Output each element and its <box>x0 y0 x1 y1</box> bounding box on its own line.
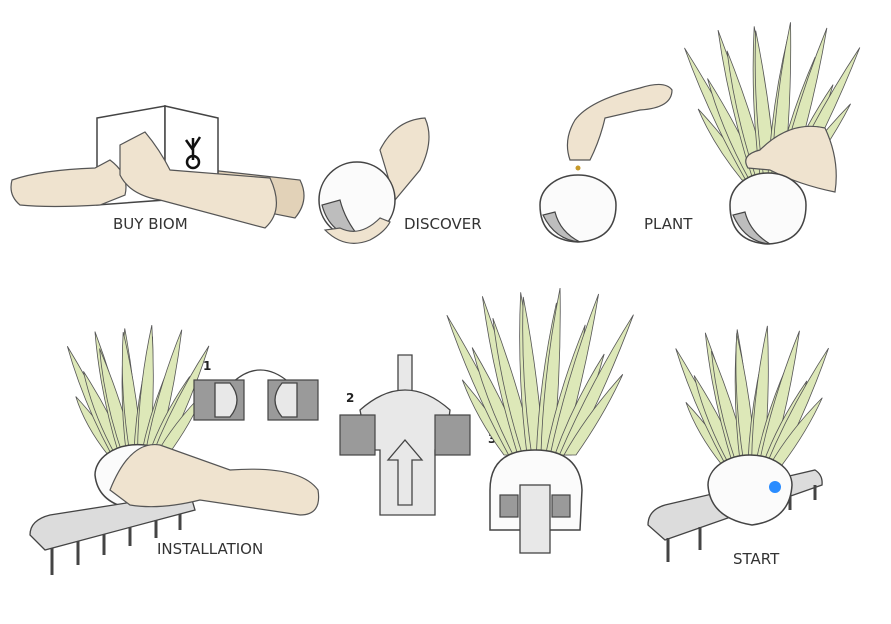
plant-leaves <box>66 325 210 456</box>
installation-step-3-number: 3 <box>488 432 496 446</box>
mechanism-step-2 <box>339 354 471 516</box>
leaf <box>563 374 624 456</box>
installation-scene <box>29 325 320 575</box>
step-label-start: START <box>733 550 780 568</box>
plant-leaves <box>446 287 634 456</box>
step-label-buy-biom: BUY BIOM <box>113 215 188 233</box>
installation-step-1-number: 1 <box>203 359 211 373</box>
start-scene <box>647 325 829 562</box>
installation-step-2-number: 2 <box>346 391 354 405</box>
step-label-plant: PLANT <box>644 215 693 233</box>
mechanism-step-3 <box>446 287 634 554</box>
step-label-installation: INSTALLATION <box>157 540 263 558</box>
mechanism-step-1 <box>193 369 319 421</box>
buy-biom-scene <box>10 105 305 229</box>
planted-biom-scene <box>684 22 861 245</box>
plant-leaves <box>675 325 829 466</box>
biom-logo-icon <box>184 136 202 170</box>
status-light <box>769 481 781 493</box>
step-label-discover: DISCOVER <box>404 215 482 233</box>
leaf <box>769 397 823 466</box>
rail-legs <box>50 514 182 575</box>
plant-scene <box>539 83 673 243</box>
discover-scene <box>318 117 430 244</box>
